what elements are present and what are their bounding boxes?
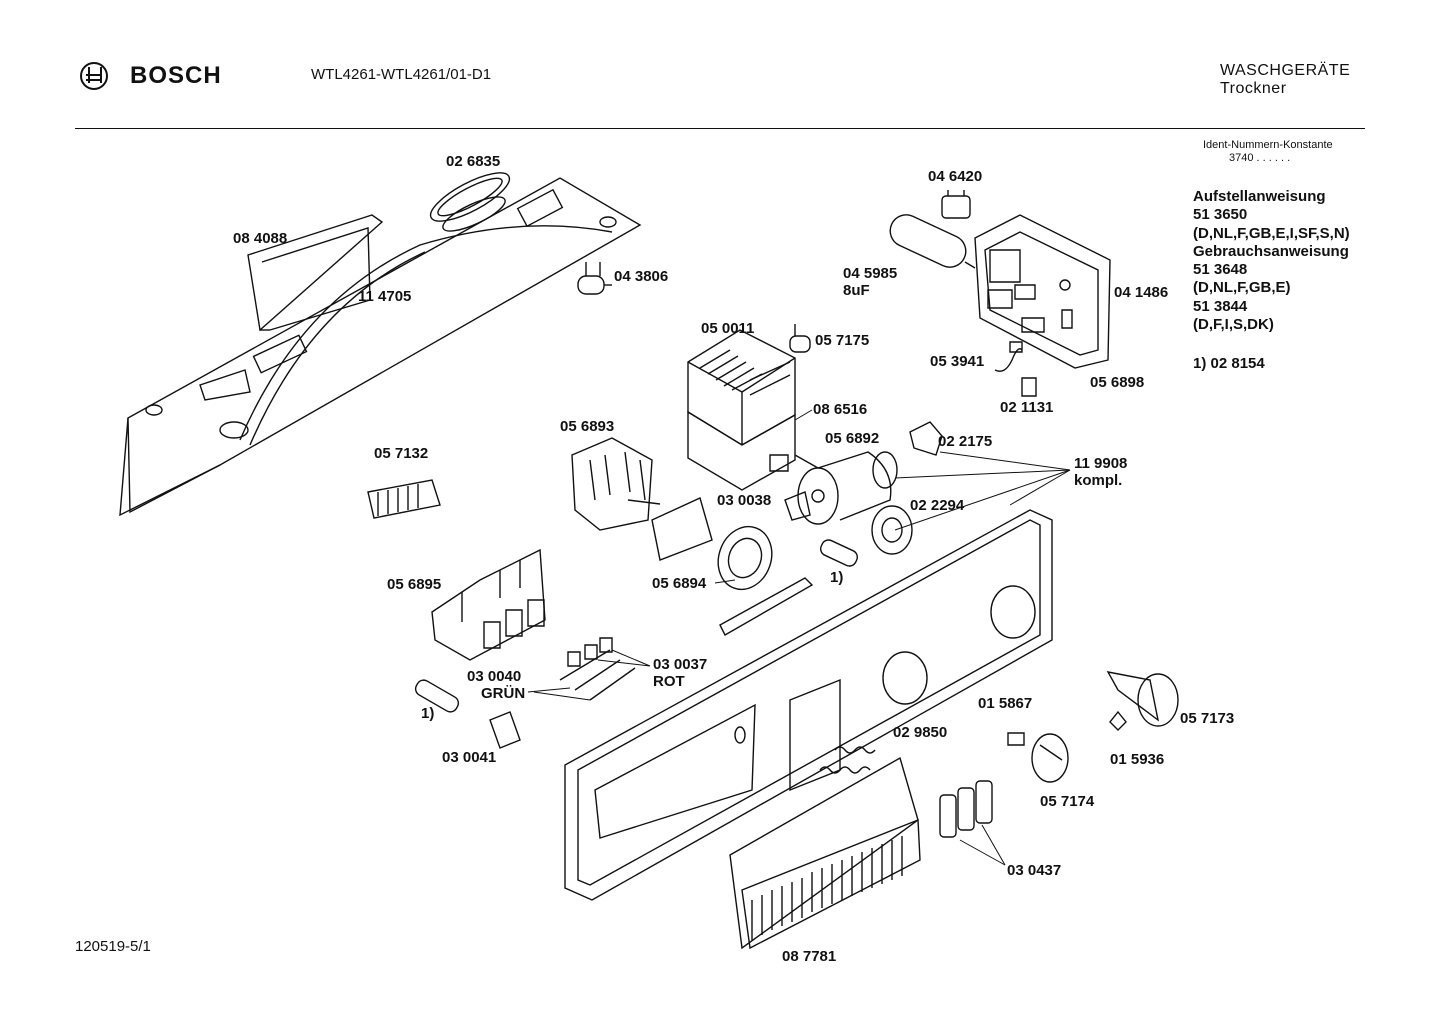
motor-part	[798, 452, 897, 524]
part-label: 03 0041	[442, 749, 497, 766]
part-label: kompl.	[1074, 472, 1123, 489]
ident-value: 3740 . . . . . .	[1229, 152, 1291, 164]
part-label: 03 0040	[467, 668, 522, 685]
resistor-part	[790, 336, 810, 352]
connector-strip-part	[368, 480, 440, 518]
cover-plate-part	[248, 215, 382, 330]
part-label: 11 9908	[1074, 455, 1128, 472]
part-label: 1)	[421, 705, 435, 722]
wire-part	[995, 349, 1022, 372]
category-line1: WASCHGERÄTE	[1220, 62, 1351, 79]
part-label: 01 5867	[978, 695, 1033, 712]
seal-part	[425, 164, 516, 230]
footnote: 1) 02 8154	[1193, 355, 1265, 372]
screw-part	[1110, 712, 1126, 730]
part-label: 04 6420	[928, 168, 983, 185]
board-part	[652, 498, 712, 560]
part-label: 8uF	[843, 282, 870, 299]
part-label: 05 7175	[815, 332, 870, 349]
clip-part	[785, 492, 810, 520]
spring-part	[820, 747, 875, 773]
push-button-set-part	[940, 781, 992, 837]
flap-part	[730, 758, 920, 948]
doc-line: (D,NL,F,GB,E,I,SF,S,N)	[1193, 224, 1350, 242]
document-list: Aufstellanweisung 51 3650 (D,NL,F,GB,E,I…	[1193, 188, 1350, 334]
part-label: 04 3806	[614, 268, 669, 285]
model-number: WTL4261-WTL4261/01-D1	[311, 66, 492, 83]
part-label: 05 3941	[930, 353, 985, 370]
brand-name: BOSCH	[130, 62, 222, 89]
programmer-block-part	[688, 330, 818, 490]
part-label: 08 7781	[782, 948, 837, 965]
doc-line: Gebrauchsanweisung	[1193, 242, 1349, 260]
header-rule	[75, 128, 1365, 129]
part-label: 05 0011	[701, 320, 755, 337]
bracket-part	[910, 422, 942, 455]
part-label: 1)	[830, 569, 844, 586]
leader-lines	[528, 410, 1070, 865]
part-label: 11 4705	[358, 288, 412, 305]
part-label: 08 6516	[813, 401, 868, 418]
ident-block: Ident-Nummern-Konstante 3740 . . . . . .	[1203, 139, 1333, 165]
rotary-switch-part	[572, 438, 660, 530]
doc-line: 51 3844	[1193, 297, 1248, 315]
part-label: 02 9850	[893, 724, 948, 741]
part-label: 08 4088	[233, 230, 288, 247]
holder-part	[490, 712, 520, 748]
ident-title: Ident-Nummern-Konstante	[1203, 139, 1333, 151]
part-label: 04 5985	[843, 265, 898, 282]
doc-line: Aufstellanweisung	[1193, 188, 1326, 205]
brand: BOSCH	[80, 62, 222, 90]
drawing-number: 120519-5/1	[75, 938, 151, 955]
switch-part	[1022, 378, 1036, 396]
capacitor-part	[885, 210, 975, 273]
thermostat-part	[942, 190, 970, 218]
control-frame-part	[120, 178, 640, 515]
doc-line: (D,F,I,S,DK)	[1193, 316, 1274, 334]
part-label: ROT	[653, 673, 685, 690]
part-label: 03 0037	[653, 656, 708, 673]
lamp-part	[818, 538, 859, 569]
part-label: 05 6892	[825, 430, 880, 447]
gear-part	[872, 506, 912, 554]
knob-large-part	[1108, 672, 1178, 726]
part-label: 05 6893	[560, 418, 615, 435]
doc-line: 51 3648	[1193, 261, 1248, 279]
doc-line: 51 3650	[1193, 206, 1248, 224]
part-label: 02 2294	[910, 497, 965, 514]
part-label: 05 6895	[387, 576, 442, 593]
capacitor-small-part	[578, 262, 612, 294]
part-label: 03 0038	[717, 492, 772, 509]
part-label: 05 6898	[1090, 374, 1145, 391]
pcb-part	[975, 215, 1110, 368]
part-label: 02 2175	[938, 433, 993, 450]
part-label: 02 6835	[446, 153, 501, 170]
category-line2: Trockner	[1220, 80, 1287, 97]
part-label: 05 7174	[1040, 793, 1095, 810]
relay-block-part	[432, 550, 545, 660]
gear-ring-part	[710, 519, 781, 597]
clip-small-part	[1008, 733, 1024, 745]
part-label: 03 0437	[1007, 862, 1062, 879]
part-label: 05 7132	[374, 445, 429, 462]
part-label: 05 7173	[1180, 710, 1235, 727]
part-label: 05 6894	[652, 575, 707, 592]
part-label: 02 1131	[1000, 399, 1054, 416]
doc-line: (D,NL,F,GB,E)	[1193, 279, 1291, 297]
knob-part	[1032, 734, 1068, 782]
bosch-logo-icon	[80, 62, 108, 90]
contact-set-part	[560, 638, 635, 700]
part-label: 01 5936	[1110, 751, 1165, 768]
slider-part	[720, 578, 812, 635]
part-label: GRÜN	[481, 685, 526, 702]
appliance-category: WASCHGERÄTE Trockner	[1220, 62, 1350, 98]
part-label: 04 1486	[1114, 284, 1169, 301]
